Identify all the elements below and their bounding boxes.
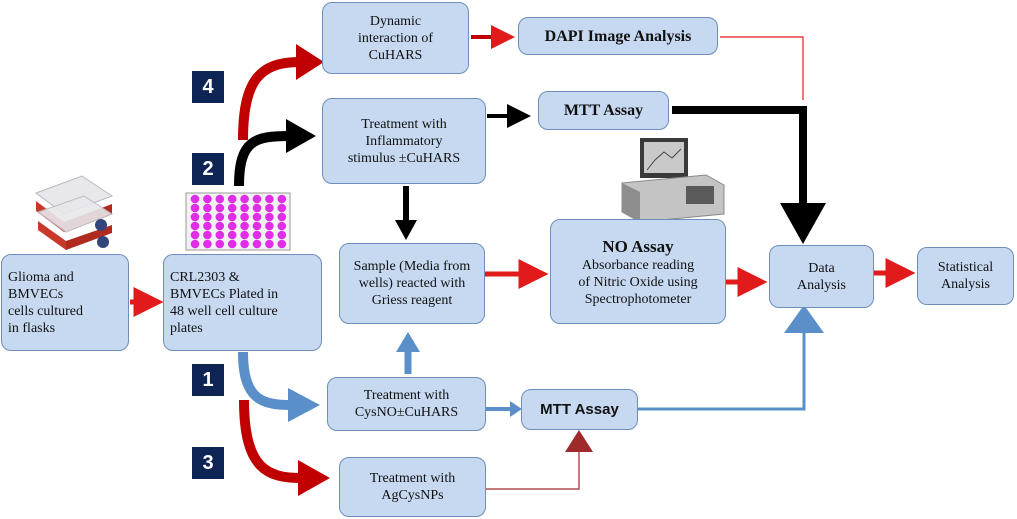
well — [227, 194, 237, 204]
pathway-2-badge: 2 — [192, 153, 224, 185]
well — [277, 230, 287, 240]
pathway-4-badge: 4 — [192, 71, 224, 103]
well — [277, 203, 287, 213]
mtt-assay-bottom-label: MTT Assay — [540, 401, 619, 418]
well — [252, 203, 262, 213]
data-analysis-box: Data Analysis — [769, 245, 874, 308]
well — [265, 194, 274, 204]
treatment-cysno-box: Treatment with CysNO±CuHARS — [327, 377, 486, 431]
well — [265, 230, 274, 240]
well — [277, 212, 287, 222]
well — [265, 203, 274, 213]
data-analysis-label: Data Analysis — [797, 260, 846, 293]
treatment-inflammatory-label: Treatment with Inflammatory stimulus ±Cu… — [347, 116, 461, 166]
treatment-agcys-box: Treatment with AgCysNPs — [339, 457, 486, 517]
no-assay-title: NO Assay — [602, 236, 674, 256]
plated-cells-label: CRL2303 & BMVECs Plated in 48 well cell … — [170, 269, 279, 336]
dynamic-interaction-box: Dynamic interaction of CuHARS — [322, 2, 469, 74]
well — [190, 212, 200, 222]
well — [190, 239, 200, 249]
treatment-cysno-label: Treatment with CysNO±CuHARS — [354, 388, 459, 420]
well — [227, 239, 237, 249]
well — [265, 239, 274, 249]
well — [190, 221, 200, 231]
well — [215, 212, 225, 222]
griess-sample-label: Sample (Media from wells) reacted with G… — [353, 259, 471, 308]
well — [203, 212, 212, 222]
well — [240, 212, 249, 222]
well — [203, 194, 212, 204]
statistical-analysis-label: Statistical Analysis — [937, 260, 994, 292]
plated-cells-box: CRL2303 & BMVECs Plated in 48 well cell … — [163, 254, 322, 351]
statistical-analysis-box: Statistical Analysis — [917, 247, 1014, 305]
dynamic-interaction-label: Dynamic interaction of CuHARS — [357, 13, 434, 63]
mtt-assay-bottom-box: MTT Assay — [521, 389, 638, 430]
well — [277, 194, 287, 204]
dapi-analysis-box: DAPI Image Analysis — [518, 17, 718, 55]
well — [240, 239, 249, 249]
griess-sample-box: Sample (Media from wells) reacted with G… — [339, 243, 485, 324]
well — [252, 194, 262, 204]
well — [252, 230, 262, 240]
well — [265, 221, 274, 231]
treatment-inflammatory-box: Treatment with Inflammatory stimulus ±Cu… — [322, 98, 486, 184]
glioma-culture-box: Glioma and BMVECs cells cultured in flas… — [1, 254, 129, 351]
well — [203, 221, 212, 231]
well — [277, 221, 287, 231]
well — [277, 239, 287, 249]
well — [203, 230, 212, 240]
well — [215, 239, 225, 249]
well — [190, 203, 200, 213]
well — [227, 230, 237, 240]
well — [240, 221, 249, 231]
well — [252, 221, 262, 231]
well — [203, 239, 212, 249]
well — [240, 203, 249, 213]
treatment-agcys-label: Treatment with AgCysNPs — [369, 471, 456, 503]
well — [265, 212, 274, 222]
well — [240, 194, 249, 204]
dapi-analysis-label: DAPI Image Analysis — [544, 27, 692, 45]
well — [215, 194, 225, 204]
well — [215, 230, 225, 240]
well — [227, 203, 237, 213]
well — [252, 212, 262, 222]
mtt-assay-top-box: MTT Assay — [538, 91, 669, 130]
well — [215, 221, 225, 231]
well — [190, 194, 200, 204]
no-assay-description: Absorbance reading of Nitric Oxide using… — [578, 257, 698, 307]
pathway-3-badge: 3 — [192, 447, 224, 479]
well — [203, 203, 212, 213]
well — [240, 230, 249, 240]
well — [227, 221, 237, 231]
well-plate-icon — [185, 192, 291, 251]
glioma-culture-label: Glioma and BMVECs cells cultured in flas… — [8, 269, 84, 336]
spectrophotometer-icon — [621, 138, 725, 223]
no-assay-box: NO Assay Absorbance reading of Nitric Ox… — [550, 219, 726, 324]
well — [252, 239, 262, 249]
well — [190, 230, 200, 240]
mtt-assay-top-label: MTT Assay — [563, 102, 644, 119]
pathway-1-badge: 1 — [192, 364, 224, 396]
well — [227, 212, 237, 222]
flask-icon — [34, 175, 114, 250]
well — [215, 203, 225, 213]
